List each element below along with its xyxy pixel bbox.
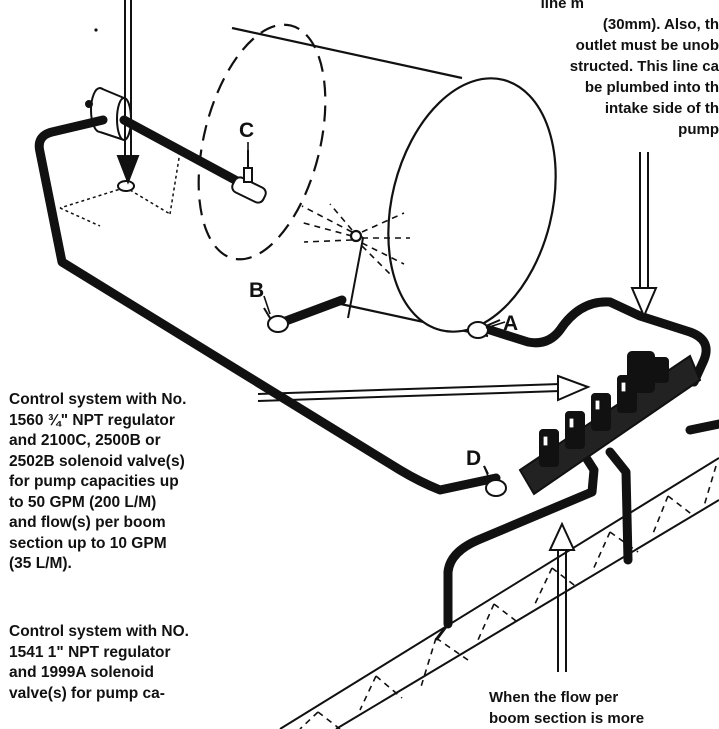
note-boom-section-flow: When the flow per boom section is more bbox=[489, 688, 644, 729]
note-control-system-1560: Control system with No. 1560 ¾" NPT regu… bbox=[9, 390, 186, 575]
boom-spray-patterns bbox=[299, 465, 717, 729]
note-line: intake side of th bbox=[604, 100, 719, 117]
spray-lines bbox=[299, 203, 410, 277]
fitting-b bbox=[263, 307, 289, 333]
tank-back-end-dashed bbox=[197, 23, 327, 261]
note-line: Control system with No. bbox=[9, 391, 187, 408]
note-return-line: line m (30mm). Also, th outlet must be u… bbox=[541, 0, 719, 140]
arrow-flow-up bbox=[548, 521, 576, 672]
agitator-pipe bbox=[347, 231, 365, 319]
note-line: 2502B solenoid valve(s) bbox=[9, 452, 185, 470]
boom bbox=[279, 457, 719, 729]
note-line: outlet must be unob bbox=[575, 37, 719, 54]
tank-top-edge bbox=[231, 26, 463, 80]
hose-pump-to-d bbox=[34, 115, 501, 495]
speck bbox=[94, 28, 98, 32]
arrows bbox=[116, 0, 658, 672]
label-a: A bbox=[503, 312, 518, 335]
note-line: line m bbox=[540, 0, 584, 12]
note-line: and 1999A solenoid bbox=[9, 664, 154, 681]
note-line: be plumbed into th bbox=[584, 79, 719, 96]
label-c: C bbox=[239, 119, 254, 142]
dotted-lines bbox=[59, 151, 181, 227]
arrow-control-right bbox=[257, 374, 591, 402]
note-line: and flow(s) per boom bbox=[9, 514, 166, 531]
hose-boom-section-1 bbox=[443, 437, 599, 629]
hose-suction-a bbox=[485, 297, 711, 387]
arrow-suction-down bbox=[630, 152, 658, 319]
hoses bbox=[34, 115, 719, 629]
note-line: for pump capacities up bbox=[9, 473, 179, 490]
leader-lines bbox=[247, 142, 506, 477]
return-fitting bbox=[117, 180, 135, 192]
hose-pump-to-valve-c bbox=[119, 115, 255, 193]
control-manifold bbox=[518, 351, 702, 496]
note-line: boom section is more bbox=[489, 709, 645, 727]
note-control-system-1541: Control system with NO. 1541 1" NPT regu… bbox=[9, 622, 189, 704]
note-line: Control system with NO. bbox=[9, 623, 189, 640]
note-line: and 2100C, 2500B or bbox=[9, 432, 161, 449]
note-line: When the flow per bbox=[489, 689, 619, 706]
note-line: pump bbox=[678, 121, 719, 138]
tank-front-end bbox=[387, 77, 557, 333]
label-b: B bbox=[249, 279, 264, 302]
note-line: section up to 10 GPM bbox=[9, 534, 167, 552]
tank bbox=[197, 23, 557, 338]
arrow-return-down bbox=[116, 0, 140, 185]
agitator-nozzle bbox=[349, 229, 363, 243]
label-d: D bbox=[466, 447, 481, 470]
note-line: 1560 ¾" NPT regulator bbox=[9, 411, 175, 429]
hose-boom-section-2 bbox=[605, 447, 633, 565]
boom-upper-bar bbox=[279, 457, 719, 729]
note-line: 1541 1" NPT regulator bbox=[9, 643, 171, 661]
hose-boom-section-3 bbox=[685, 419, 719, 435]
boom-lower-bar bbox=[335, 499, 719, 729]
note-line: (30mm). Also, th bbox=[602, 16, 719, 33]
note-line: (35 L/M). bbox=[9, 555, 72, 572]
note-line: valve(s) for pump ca- bbox=[9, 684, 165, 702]
fitting-a bbox=[467, 319, 501, 339]
note-line: structed. This line ca bbox=[569, 58, 719, 75]
note-line: to 50 GPM (200 L/M) bbox=[9, 493, 157, 511]
